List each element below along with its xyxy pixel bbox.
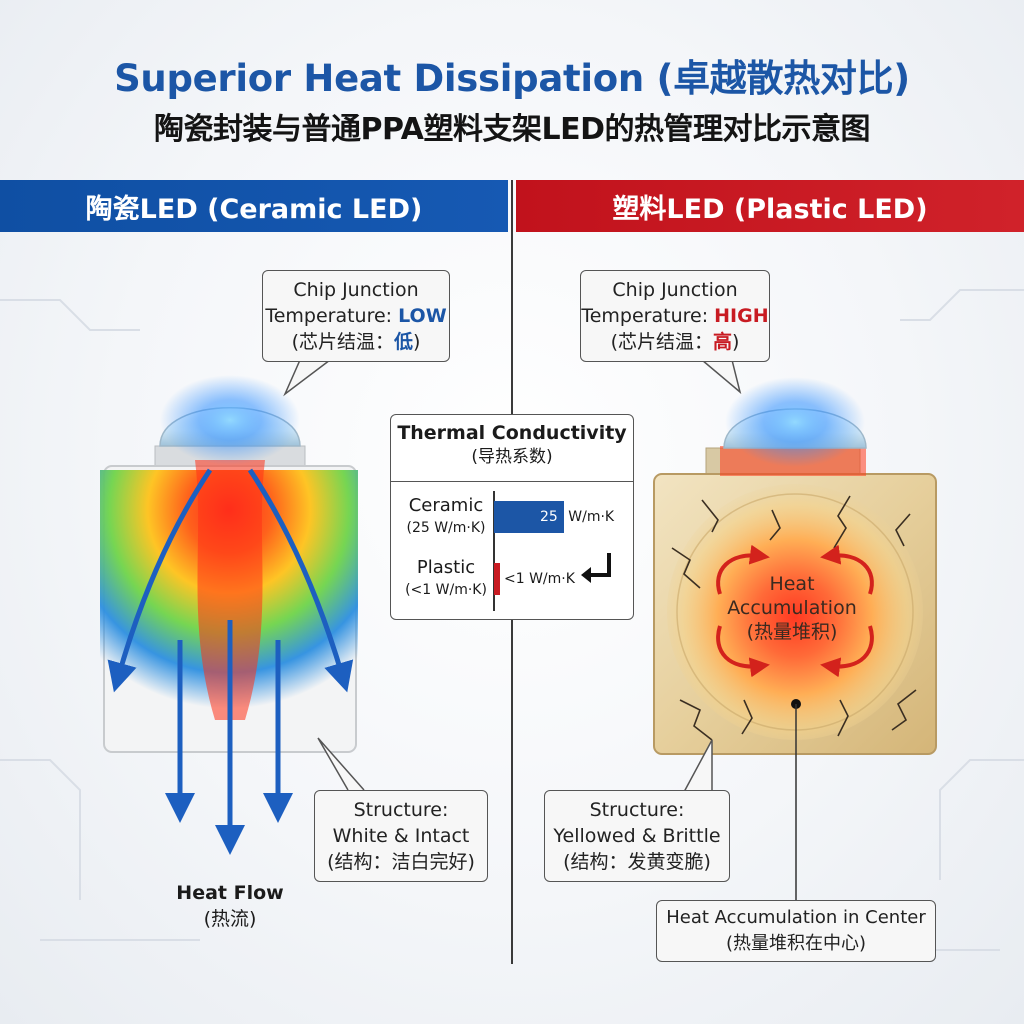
- ceramic-led-body: [100, 375, 358, 753]
- page-subtitle: 陶瓷封装与普通PPA塑料支架LED的热管理对比示意图: [154, 112, 870, 147]
- bar-axis: [493, 491, 495, 611]
- structure-callout-pointer: [317, 737, 365, 791]
- heat-flow-arrows: [107, 468, 354, 855]
- junction-callout-pointer: [283, 359, 331, 397]
- structure-callout-pointer-right: [683, 739, 713, 793]
- thermal-conductivity-title: Thermal Conductivity (导热系数): [397, 422, 627, 467]
- return-arrow-icon: [581, 553, 611, 583]
- plastic-structure-callout: Structure: Yellowed & Brittle (结构：发黄变脆): [544, 790, 730, 882]
- plastic-value-label: <1 W/m·K: [504, 571, 575, 587]
- heat-accumulation-arrows: [716, 544, 874, 678]
- plastic-junction-callout: Chip Junction Temperature: HIGH (芯片结温：高): [580, 270, 770, 362]
- ceramic-conductivity-bar: [494, 501, 564, 533]
- plastic-conductivity-bar: [494, 563, 500, 595]
- heat-flow-label: Heat Flow (热流): [176, 882, 284, 930]
- junction-temperature-high: HIGH: [714, 305, 769, 327]
- ceramic-value-label: 25 W/m·K: [540, 509, 615, 525]
- plastic-row-label: Plastic (<1 W/m·K): [405, 557, 487, 598]
- plastic-led-body: [653, 377, 937, 900]
- panel-separator: [391, 481, 633, 482]
- crack-lines: [671, 495, 917, 741]
- junction-label: Chip Junction: [293, 279, 419, 301]
- center-accumulation-callout: Heat Accumulation in Center (热量堆积在中心): [656, 900, 936, 962]
- ceramic-row-label: Ceramic (25 W/m·K): [406, 495, 486, 536]
- junction-temperature-low: LOW: [398, 305, 447, 327]
- page-title: Superior Heat Dissipation (卓越散热对比): [114, 57, 910, 100]
- ceramic-structure-callout: Structure: White & Intact (结构：洁白完好): [314, 790, 488, 882]
- thermal-conductivity-panel: Thermal Conductivity (导热系数) Ceramic (25 …: [390, 414, 634, 620]
- junction-callout-pointer-right: [701, 359, 742, 395]
- plastic-led-banner: 塑料LED (Plastic LED): [516, 180, 1024, 232]
- ceramic-junction-callout: Chip Junction Temperature: LOW (芯片结温：低): [262, 270, 450, 362]
- junction-label: Chip Junction: [612, 279, 738, 301]
- ceramic-led-banner: 陶瓷LED (Ceramic LED): [0, 180, 508, 232]
- heat-accumulation-label: Heat Accumulation (热量堆积): [727, 573, 857, 643]
